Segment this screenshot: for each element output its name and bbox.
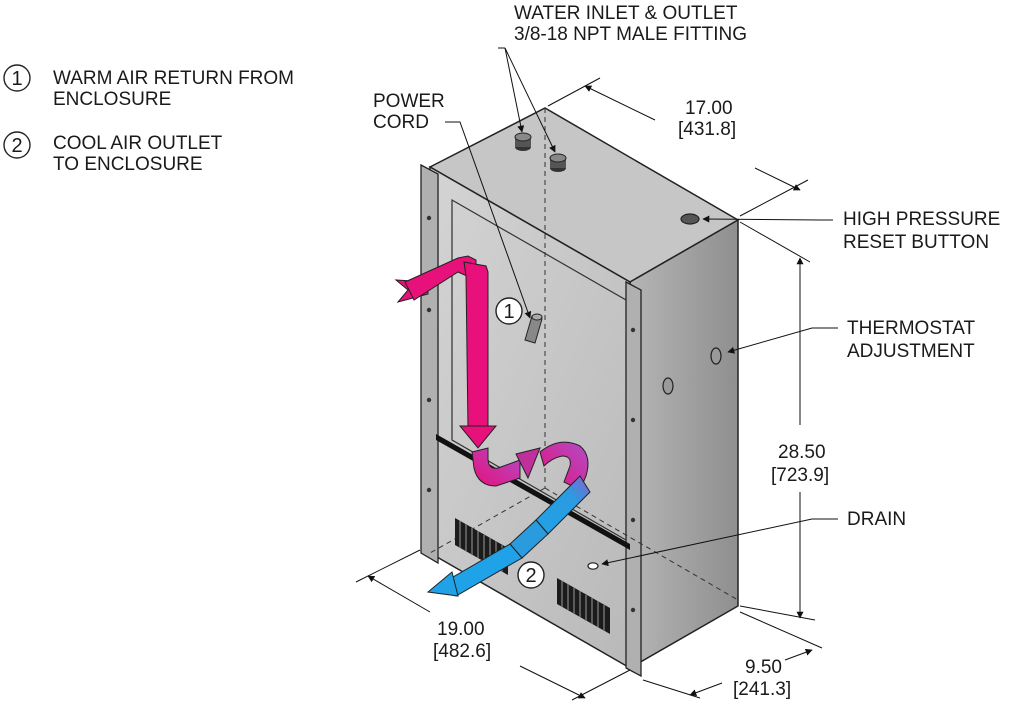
- right-flange: [625, 280, 642, 678]
- legend-number-1: 1: [11, 68, 22, 90]
- power-callout: POWER CORD: [373, 91, 532, 319]
- cool-air-tag-text: 2: [525, 565, 536, 587]
- legend-number-2: 2: [11, 135, 22, 157]
- cool-airflow-arrow: [426, 441, 591, 597]
- thermostat-hole: [710, 347, 722, 365]
- legend-label-2-line1: COOL AIR OUTLET: [53, 133, 223, 154]
- warm-air-tag: 1: [495, 297, 523, 325]
- water-callout: WATER INLET & OUTLET 3/8-18 NPT MALE FIT…: [498, 3, 747, 153]
- side-dimension: 9.50 [241.3]: [642, 611, 823, 700]
- cool-air-tag: 2: [517, 561, 545, 589]
- drain-callout: DRAIN: [601, 509, 906, 567]
- thermostat-callout: THERMOSTAT ADJUSTMENT: [727, 318, 975, 362]
- legend-label-1-line1: WARM AIR RETURN FROM: [53, 68, 294, 89]
- width-inches: 19.00: [437, 619, 485, 640]
- legend-item-warm: 1 WARM AIR RETURN FROM ENCLOSURE: [3, 64, 294, 110]
- depth-mm: [431.8]: [678, 119, 736, 140]
- height-mm: [723.9]: [771, 465, 829, 486]
- water-callout-line2: 3/8-18 NPT MALE FITTING: [514, 24, 747, 45]
- reset-button: [680, 213, 700, 225]
- outlet-grille: [557, 578, 610, 634]
- flange-holes: [426, 215, 636, 613]
- water-callout-line1: WATER INLET & OUTLET: [514, 3, 738, 24]
- side-inches: 9.50: [745, 657, 782, 678]
- water-fittings: [514, 132, 567, 172]
- reset-callout: HIGH PRESSURE RESET BUTTON: [702, 209, 1000, 253]
- warm-airflow-arrow: [394, 255, 541, 487]
- drain-callout-text: DRAIN: [847, 509, 906, 530]
- thermostat-callout-line1: THERMOSTAT: [847, 318, 975, 339]
- height-dimension: 28.50 [723.9]: [739, 221, 829, 621]
- reset-callout-line2: RESET BUTTON: [843, 232, 989, 253]
- side-hole: [662, 377, 674, 395]
- width-mm: [482.6]: [433, 641, 491, 662]
- depth-inches: 17.00: [685, 98, 733, 119]
- warm-air-tag-text: 1: [503, 301, 514, 323]
- hidden-edges: [429, 108, 739, 601]
- legend: 1 WARM AIR RETURN FROM ENCLOSURE 2 COOL …: [3, 64, 294, 175]
- legend-label-1-line2: ENCLOSURE: [53, 89, 171, 110]
- side-panel: [629, 218, 739, 670]
- drain-hole: [587, 562, 599, 570]
- legend-item-cool: 2 COOL AIR OUTLET TO ENCLOSURE: [3, 131, 223, 175]
- power-callout-line2: CORD: [373, 112, 429, 133]
- power-cord: [524, 313, 543, 344]
- legend-label-2-line2: TO ENCLOSURE: [53, 154, 203, 175]
- height-inches: 28.50: [778, 442, 826, 463]
- side-mm: [241.3]: [733, 679, 791, 700]
- reset-callout-line1: HIGH PRESSURE: [843, 209, 1000, 230]
- thermostat-callout-line2: ADJUSTMENT: [847, 341, 975, 362]
- width-dimension: 19.00 [482.6]: [355, 549, 631, 701]
- left-flange: [420, 163, 439, 565]
- power-callout-line1: POWER: [373, 91, 445, 112]
- depth-dimension: 17.00 [431.8]: [547, 77, 809, 217]
